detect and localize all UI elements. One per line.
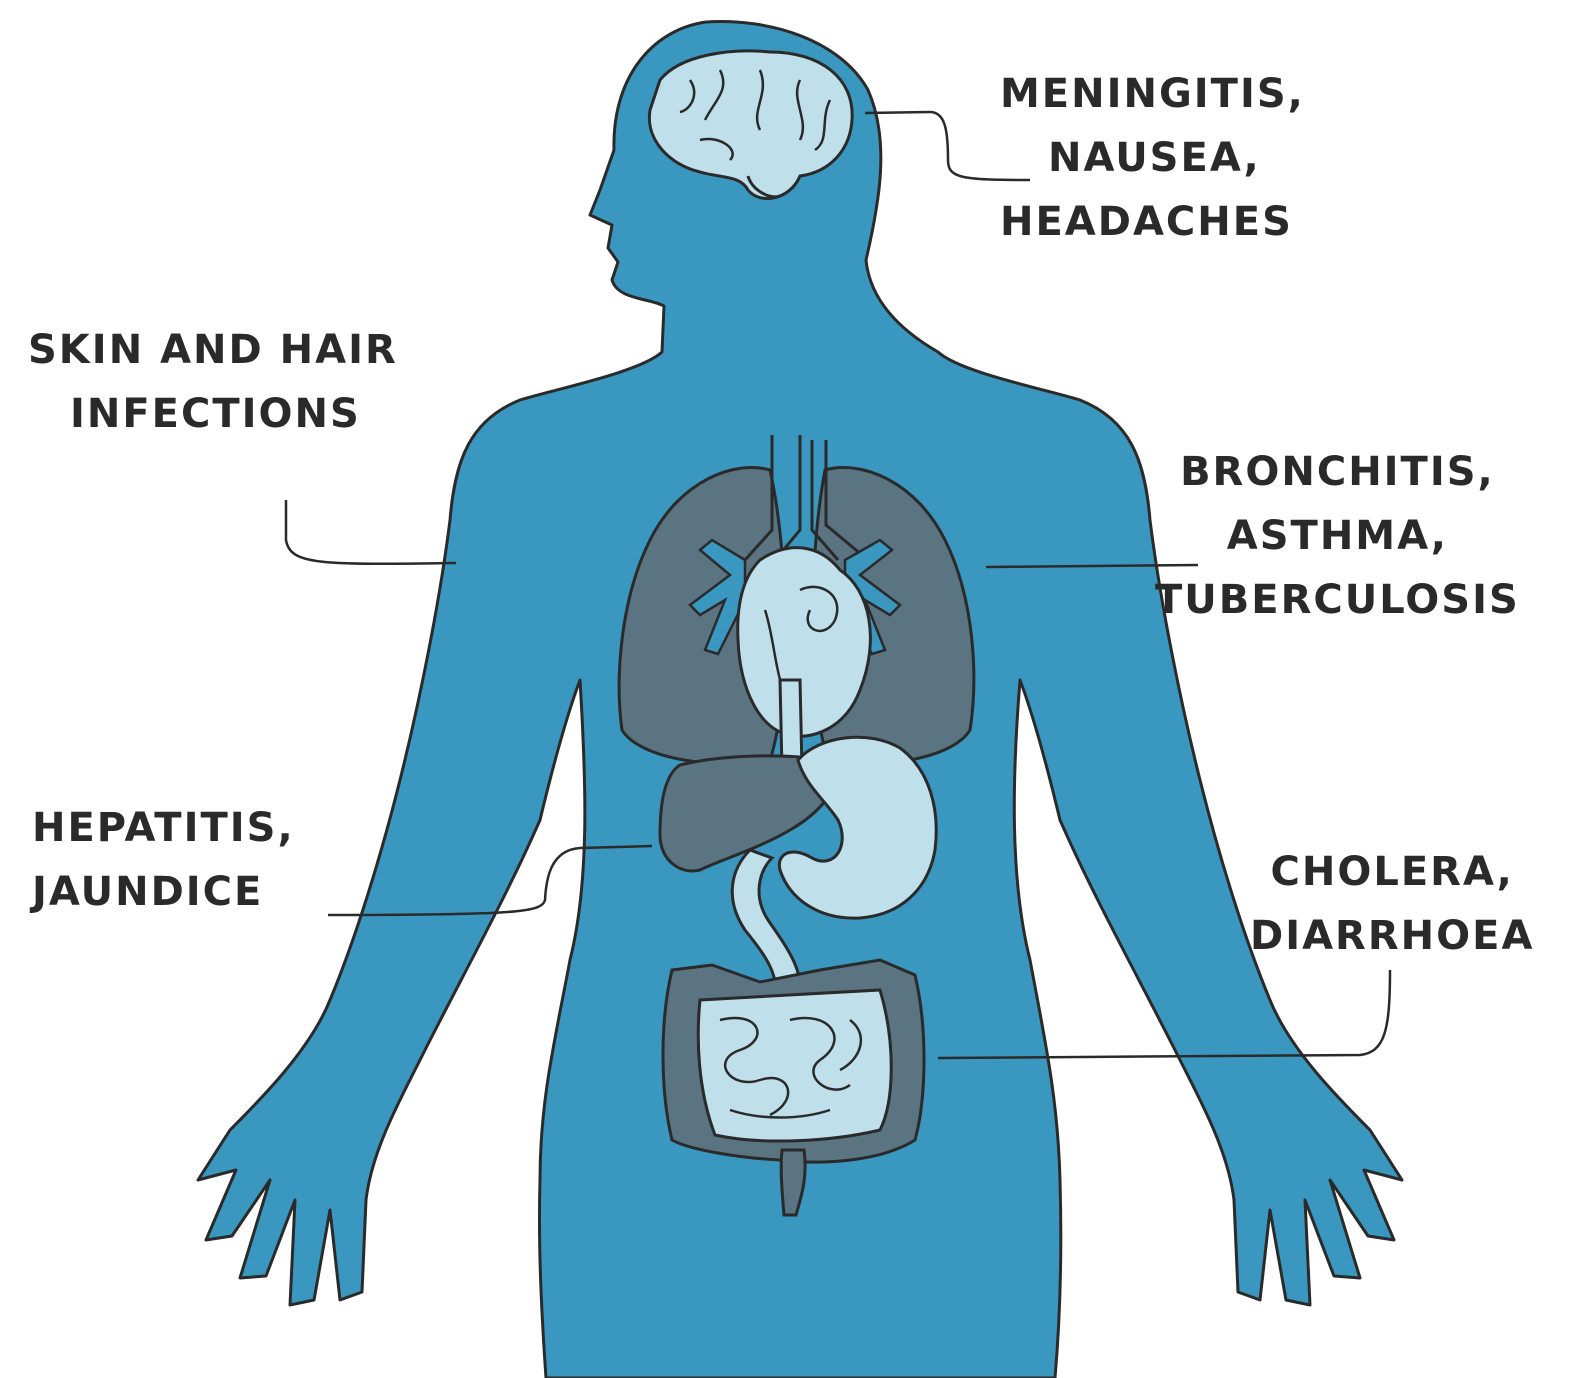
label-line: DIARRHOEA xyxy=(1250,904,1534,968)
label-bronchitis-asthma-tuberculosis: BRONCHITIS, ASTHMA, TUBERCULOSIS xyxy=(1155,440,1520,632)
label-cholera-diarrhoea: CHOLERA, DIARRHOEA xyxy=(1250,840,1534,968)
label-line: SKIN AND HAIR xyxy=(28,318,398,382)
label-line: HEPATITIS, xyxy=(32,796,295,860)
label-line: MENINGITIS, xyxy=(1000,62,1305,126)
label-line: CHOLERA, xyxy=(1250,840,1534,904)
label-line: BRONCHITIS, xyxy=(1155,440,1520,504)
label-line: ASTHMA, xyxy=(1155,504,1520,568)
label-line: INFECTIONS xyxy=(70,382,398,446)
label-line: HEADACHES xyxy=(1000,190,1305,254)
label-line: NAUSEA, xyxy=(1048,126,1305,190)
leader-line-skin xyxy=(286,500,456,564)
label-meningitis-nausea-headaches: MENINGITIS, NAUSEA, HEADACHES xyxy=(1000,62,1305,254)
label-line: JAUNDICE xyxy=(32,860,295,924)
label-skin-and-hair-infections: SKIN AND HAIR INFECTIONS xyxy=(28,318,398,446)
label-hepatitis-jaundice: HEPATITIS, JAUNDICE xyxy=(32,796,295,924)
label-line: TUBERCULOSIS xyxy=(1155,568,1520,632)
